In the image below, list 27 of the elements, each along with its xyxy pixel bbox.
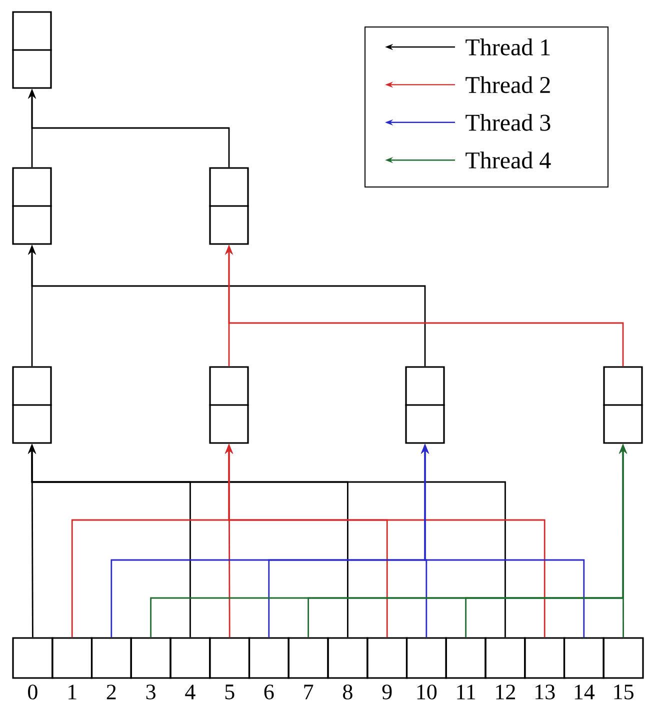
stack-box — [603, 366, 643, 444]
index-label: 8 — [343, 684, 352, 700]
index-label: 13 — [536, 684, 555, 700]
legend-label: Thread 1 — [466, 38, 550, 56]
legend-label: Thread 2 — [466, 76, 550, 94]
index-label: 3 — [146, 684, 156, 700]
index-label: 12 — [496, 684, 515, 700]
index-label: 5 — [225, 684, 234, 700]
index-label: 6 — [264, 684, 274, 700]
legend-label: Thread 4 — [466, 152, 551, 169]
stack-box — [209, 366, 249, 444]
index-label: 11 — [457, 684, 476, 700]
stack-box — [12, 167, 52, 245]
index-label: 2 — [106, 684, 116, 700]
index-label: 1 — [68, 684, 76, 700]
index-label: 4 — [185, 684, 196, 700]
stack-box — [405, 366, 445, 444]
index-label: 14 — [574, 684, 595, 700]
stack-box — [12, 11, 52, 89]
index-label: 7 — [304, 684, 314, 700]
index-label: 10 — [417, 684, 437, 700]
stack-box — [209, 167, 249, 245]
stack-box — [12, 366, 52, 444]
legend-label: Thread 3 — [466, 114, 550, 131]
index-label: 15 — [614, 684, 634, 700]
index-label: 0 — [28, 684, 38, 700]
index-label: 9 — [382, 684, 392, 700]
